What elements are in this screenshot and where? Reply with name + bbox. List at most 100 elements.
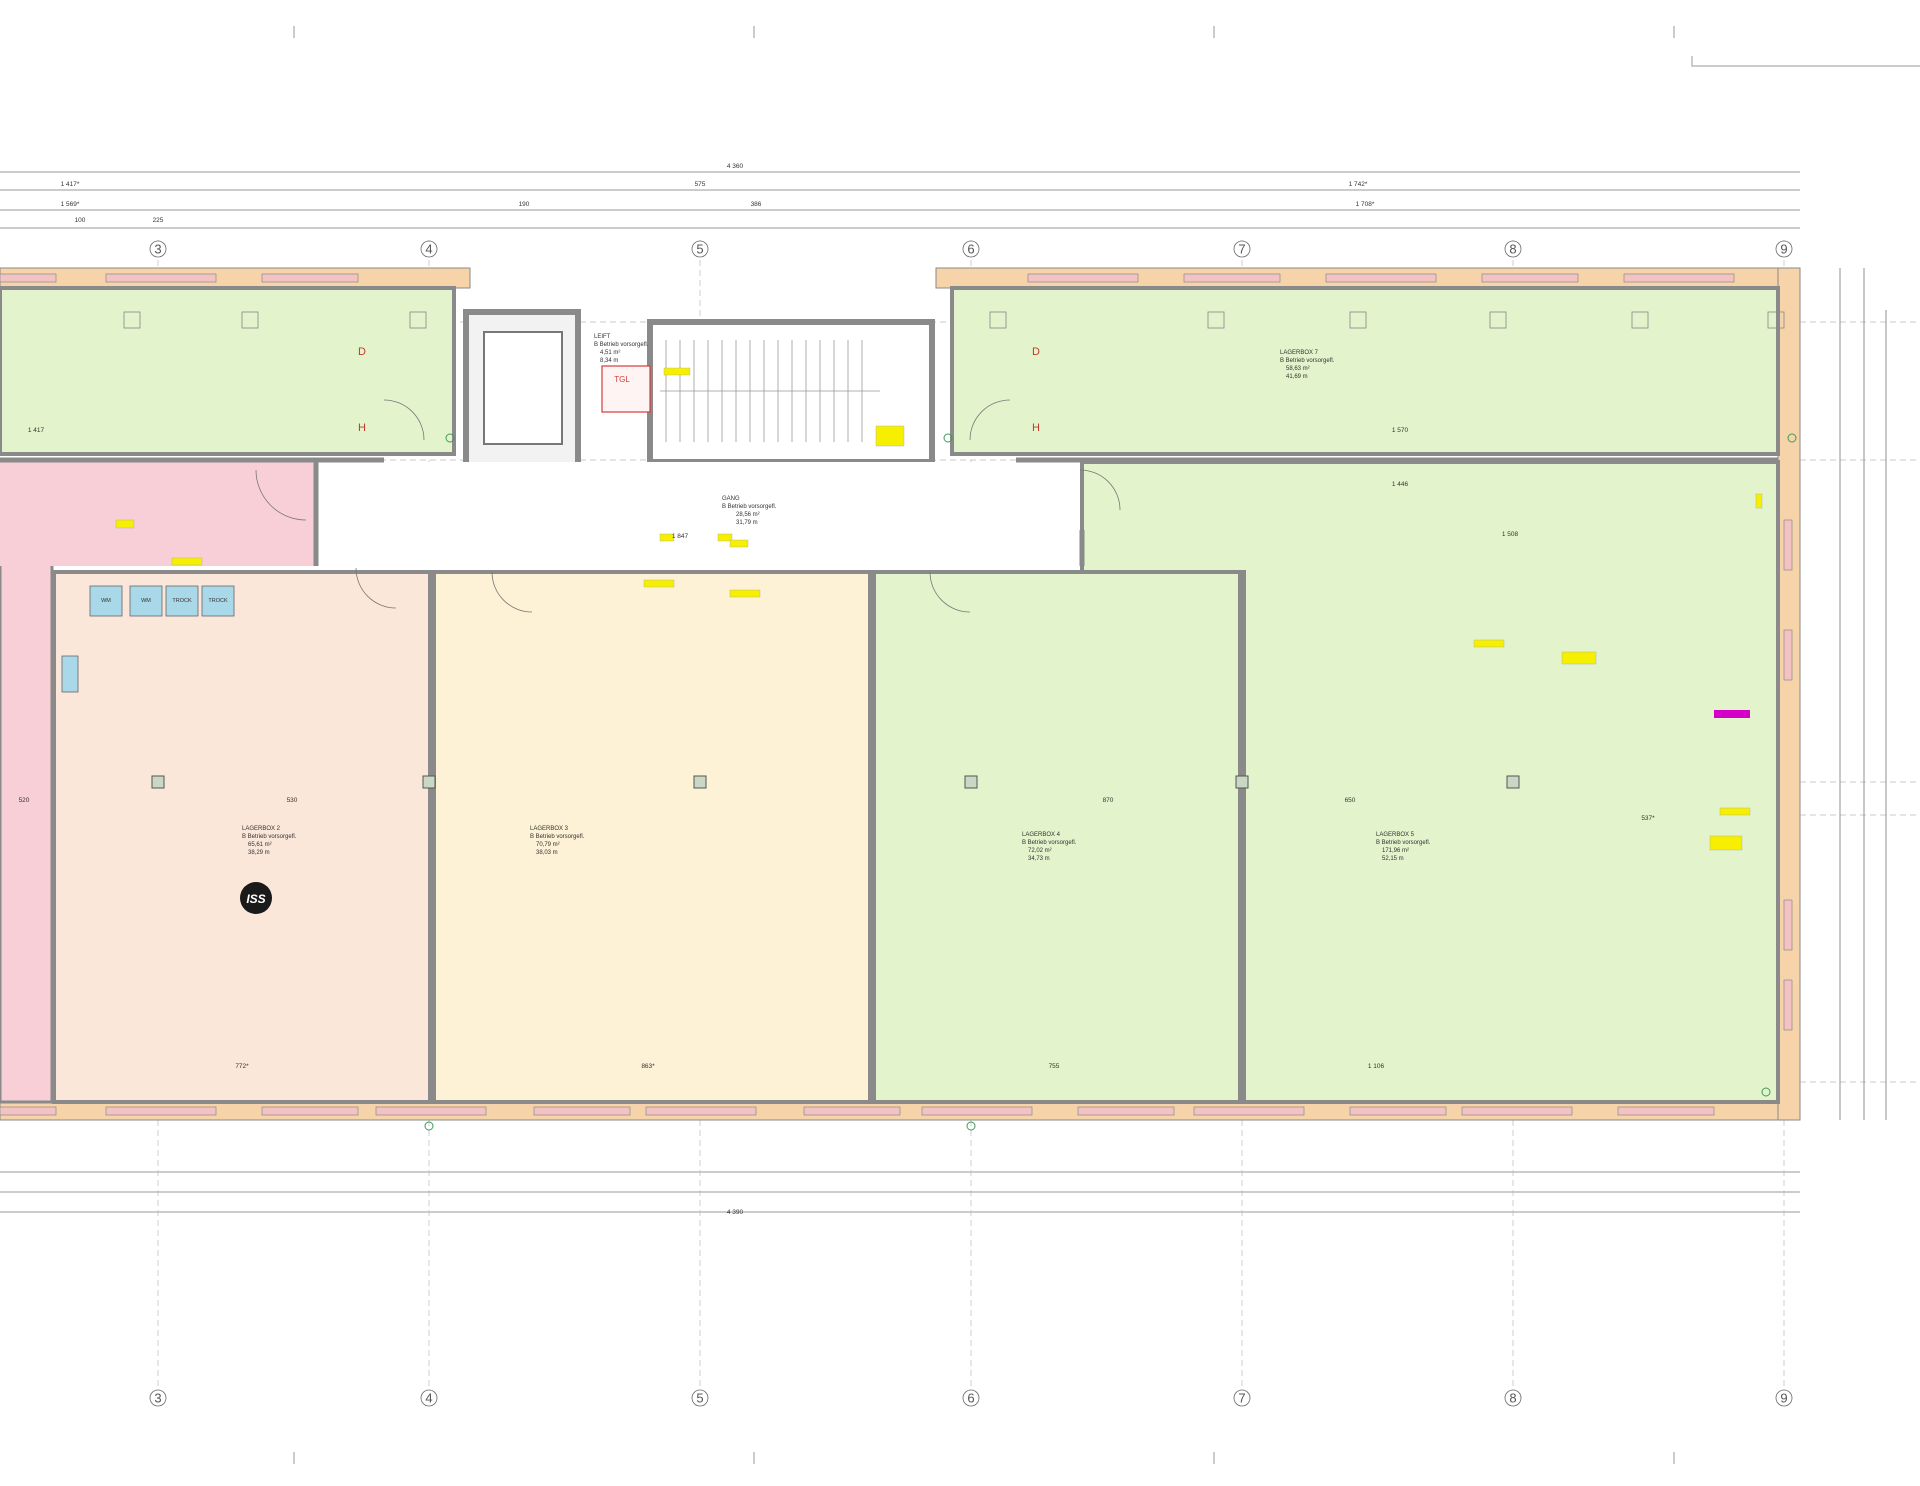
- top-dimension-lines: [0, 171, 1800, 1213]
- room-lagerbox-5-name: LAGERBOX 5: [1376, 832, 1415, 838]
- iss-logo: ISS: [240, 882, 272, 914]
- room-lagerbox-3-name: LAGERBOX 3: [530, 826, 569, 832]
- room-lift-sub: B Betrieb vorsorgefl.: [594, 342, 649, 348]
- room-lagerbox-4-sub: B Betrieb vorsorgefl.: [1022, 840, 1077, 846]
- room-lagerbox-2-perimeter: 38,29 m: [248, 850, 270, 856]
- tgl-label: TGL: [614, 375, 630, 384]
- room-lagerbox-2-area: 65,61 m²: [248, 842, 272, 848]
- dim-863: 863*: [641, 1063, 655, 1070]
- axis-label-4-bottom: 4: [425, 1391, 432, 1406]
- room-lagerbox-3-area: 70,79 m²: [536, 842, 560, 848]
- axis-bubbles-bottom: 3 4 5 6 7 8 9: [149, 1389, 1793, 1407]
- axis-label-8-bottom: 8: [1509, 1391, 1516, 1406]
- room-lagerbox-4-perimeter: 34,73 m: [1028, 856, 1050, 862]
- dim-650: 650: [1345, 797, 1356, 804]
- room-lagerbox-3-sub: B Betrieb vorsorgefl.: [530, 834, 585, 840]
- room-lagerbox-5-sub: B Betrieb vorsorgefl.: [1376, 840, 1431, 846]
- partition-walls: [0, 457, 1778, 566]
- dim-1106: 1 106: [1368, 1063, 1385, 1070]
- room-lift-area: 4,51 m²: [600, 350, 620, 356]
- dim-1508: 1 508: [1502, 531, 1519, 538]
- dim-100: 100: [75, 217, 86, 224]
- axis-label-3-top: 3: [154, 242, 161, 257]
- tgl-box: TGL: [601, 365, 651, 413]
- dim-row2-left: 1 569*: [61, 201, 80, 208]
- equip-trock-1: TROCK: [172, 598, 192, 604]
- dim-top-right: 1 742*: [1349, 181, 1368, 188]
- room-gang-perimeter: 31,79 m: [736, 520, 758, 526]
- room-gang-sub: B Betrieb vorsorgefl.: [722, 504, 777, 510]
- interior-dims: 1 417 1 570 1 446 1 847 1 508 1 106 520 …: [19, 217, 1656, 1070]
- letter-h-right: H: [1032, 422, 1040, 434]
- dim-row2-mid-b: 386: [751, 201, 762, 208]
- lift-cabin: [483, 331, 563, 445]
- ceiling-markers: [123, 311, 1785, 329]
- dim-225: 225: [153, 217, 164, 224]
- letter-d-left: D: [358, 346, 366, 358]
- iss-logo-text: ISS: [246, 892, 265, 906]
- room-lagerbox-4-area: 72,02 m²: [1028, 848, 1052, 854]
- axis-label-6-bottom: 6: [967, 1391, 974, 1406]
- axis-label-5-top: 5: [696, 242, 703, 257]
- axis-label-3-bottom: 3: [154, 1391, 161, 1406]
- dim-top-total: 4 360: [727, 163, 744, 170]
- axis-bubbles-top: 3 4 5 6 7 8 9: [149, 240, 1793, 258]
- room-lagerbox-7-name: LAGERBOX 7: [1280, 350, 1319, 356]
- right-dimension-lines: [1839, 268, 1887, 1120]
- dim-1446: 1 446: [1392, 481, 1409, 488]
- dim-row2-mid-a: 190: [519, 201, 530, 208]
- room-lagerbox-7-area: 58,63 m²: [1286, 366, 1310, 372]
- axis-label-9-top: 9: [1780, 242, 1787, 257]
- axis-label-9-bottom: 9: [1780, 1391, 1787, 1406]
- room-lagerbox-7-perimeter: 41,69 m: [1286, 374, 1308, 380]
- dim-772: 772*: [235, 1063, 249, 1070]
- room-lagerbox-4-name: LAGERBOX 4: [1022, 832, 1061, 838]
- columns: [151, 775, 1520, 789]
- magenta-tag: [1714, 710, 1750, 718]
- dim-755: 755: [1049, 1063, 1060, 1070]
- equip-wm-1: WM: [101, 598, 111, 604]
- room-lagerbox-2-sub: B Betrieb vorsorgefl.: [242, 834, 297, 840]
- room-gang-area: 28,56 m²: [736, 512, 760, 518]
- room-lagerbox-3-perimeter: 38,03 m: [536, 850, 558, 856]
- room-lagerbox-5-perimeter: 52,15 m: [1382, 856, 1404, 862]
- dim-row2-right: 1 708*: [1356, 201, 1375, 208]
- room-lift-name: LEIFT: [594, 334, 611, 340]
- axis-label-4-top: 4: [425, 242, 432, 257]
- dim-520: 520: [19, 797, 30, 804]
- section-letters: D H D H: [358, 346, 1040, 434]
- room-lagerbox-5-area: 171,96 m²: [1382, 848, 1409, 854]
- equipment: WM WM TROCK TROCK: [61, 585, 235, 693]
- axis-label-7-top: 7: [1238, 242, 1245, 257]
- sheet-frame: [293, 26, 1920, 1464]
- marker-circles: [424, 433, 1797, 1131]
- room-top-left: [0, 286, 456, 456]
- room-labels: LAGERBOX 2 B Betrieb vorsorgefl. 65,61 m…: [242, 334, 1431, 862]
- dim-1847: 1 847: [672, 533, 689, 540]
- room-lagerbox-2: [52, 570, 432, 1104]
- dim-530: 530: [287, 797, 298, 804]
- letter-d-right: D: [1032, 346, 1040, 358]
- equip-wm-2: WM: [141, 598, 151, 604]
- equip-trock-2: TROCK: [208, 598, 228, 604]
- room-lagerbox-2-name: LAGERBOX 2: [242, 826, 281, 832]
- room-lagerbox-4: [872, 570, 1242, 1104]
- dim-870: 870: [1103, 797, 1114, 804]
- room-lift-perimeter: 8,34 m: [600, 358, 618, 364]
- room-left-pink: [0, 460, 54, 1104]
- highlight-tags: [115, 367, 1763, 851]
- room-lagerbox-3: [432, 570, 872, 1104]
- windows-top: [0, 273, 1735, 283]
- door-swings: [255, 399, 1121, 613]
- windows-right: [1783, 519, 1793, 1031]
- dim-1570: 1 570: [1392, 427, 1409, 434]
- dim-top-left: 1 417*: [61, 181, 80, 188]
- axis-label-6-top: 6: [967, 242, 974, 257]
- dim-bottom-total: 4 390: [727, 1209, 744, 1216]
- room-lagerbox-7-sub: B Betrieb vorsorgefl.: [1280, 358, 1335, 364]
- axis-label-8-top: 8: [1509, 242, 1516, 257]
- dim-537: 537*: [1641, 815, 1655, 822]
- rooms: [0, 286, 1780, 1104]
- windows-bottom: [0, 1106, 1715, 1116]
